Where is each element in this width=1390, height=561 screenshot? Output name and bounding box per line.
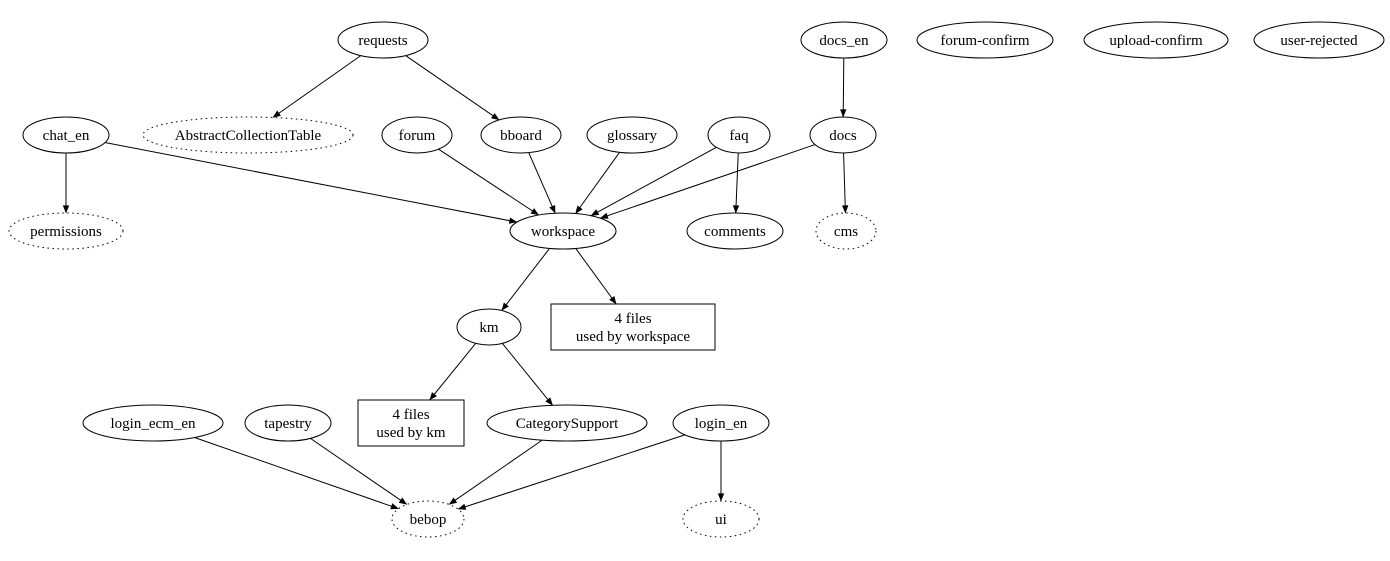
node-docs: docs	[809, 116, 877, 154]
ellipse-shape	[1253, 21, 1385, 59]
node-label: login_ecm_en	[111, 416, 196, 432]
edge-CategorySupport-to-bebop	[448, 439, 543, 505]
node-label: docs_en	[819, 33, 869, 49]
node-label: requests	[358, 33, 407, 49]
edge-tapestry-to-bebop	[310, 437, 408, 505]
edge-workspace-to-km	[501, 248, 550, 311]
ellipse-shape	[672, 404, 770, 442]
node-label: login_en	[695, 416, 748, 432]
ellipse-shape	[82, 404, 224, 442]
edge-requests-to-AbstractCollectionTable	[272, 55, 362, 118]
node-label: bebop	[410, 512, 447, 528]
node-docs_en: docs_en	[800, 21, 888, 59]
edge-login_en-to-bebop	[457, 434, 686, 510]
node-forum-confirm: forum-confirm	[916, 21, 1054, 59]
node-login_ecm_en: login_ecm_en	[82, 404, 224, 442]
ellipse-shape	[244, 404, 332, 442]
node-label: workspace	[531, 224, 595, 240]
ellipse-shape	[22, 116, 110, 154]
node-glossary: glossary	[586, 116, 678, 154]
node-label: used by km	[376, 425, 445, 441]
node-faq: faq	[707, 116, 771, 154]
ellipse-shape	[686, 212, 784, 250]
node-label: cms	[834, 224, 858, 240]
node-ui: ui	[682, 500, 760, 538]
ellipse-shape	[381, 116, 453, 154]
node-label: chat_en	[43, 128, 90, 144]
node-label: AbstractCollectionTable	[175, 128, 322, 144]
edge-chat_en-to-workspace	[104, 142, 518, 224]
ellipse-shape	[916, 21, 1054, 59]
node-user-rejected: user-rejected	[1253, 21, 1385, 59]
node-label: km	[479, 320, 499, 336]
ellipse-shape	[391, 500, 465, 538]
edge-requests-to-bboard	[405, 55, 500, 121]
node-km: km	[456, 308, 522, 346]
ellipse-shape	[456, 308, 522, 346]
node-label: CategorySupport	[516, 416, 619, 432]
node-label: faq	[729, 128, 749, 144]
ellipse-shape	[480, 116, 562, 154]
edge-docs_en-to-docs	[840, 57, 847, 118]
edge-docs-to-cms	[842, 152, 849, 214]
edge-glossary-to-workspace	[575, 152, 620, 214]
ellipse-shape	[586, 116, 678, 154]
node-label: used by workspace	[576, 329, 690, 345]
node-label: upload-confirm	[1109, 33, 1203, 49]
ellipse-shape	[142, 116, 354, 154]
ellipse-shape	[707, 116, 771, 154]
ellipse-shape	[815, 212, 877, 250]
ellipse-shape	[800, 21, 888, 59]
ellipse-shape	[809, 116, 877, 154]
edge-bboard-to-workspace	[528, 152, 556, 214]
node-AbstractCollectionTable: AbstractCollectionTable	[142, 116, 354, 154]
edge-workspace-to-files_workspace	[575, 248, 617, 305]
edge-faq-to-workspace	[590, 146, 717, 217]
ellipse-shape	[486, 404, 648, 442]
edge-km-to-CategorySupport	[501, 343, 554, 406]
box-shape	[357, 399, 465, 447]
node-label: docs	[829, 128, 857, 144]
node-comments: comments	[686, 212, 784, 250]
ellipse-shape	[682, 500, 760, 538]
node-label: comments	[704, 224, 766, 240]
node-cms: cms	[815, 212, 877, 250]
node-forum: forum	[381, 116, 453, 154]
edge-login_ecm_en-to-bebop	[194, 437, 399, 510]
node-requests: requests	[337, 21, 429, 59]
node-workspace: workspace	[509, 212, 617, 250]
node-chat_en: chat_en	[22, 116, 110, 154]
ellipse-shape	[1083, 21, 1229, 59]
edge-km-to-files_km	[429, 343, 477, 401]
ellipse-shape	[337, 21, 429, 59]
node-permissions: permissions	[8, 212, 124, 250]
node-bebop: bebop	[391, 500, 465, 538]
ellipse-shape	[509, 212, 617, 250]
node-CategorySupport: CategorySupport	[486, 404, 648, 442]
node-upload-confirm: upload-confirm	[1083, 21, 1229, 59]
box-shape	[550, 303, 716, 351]
edge-forum-to-workspace	[438, 148, 540, 216]
node-tapestry: tapestry	[244, 404, 332, 442]
node-label: user-rejected	[1280, 33, 1358, 49]
edge-faq-to-comments	[732, 152, 740, 214]
node-label: 4 files	[392, 407, 429, 423]
node-label: forum	[399, 128, 436, 144]
node-label: ui	[715, 512, 727, 528]
node-label: permissions	[30, 224, 102, 240]
node-label: tapestry	[264, 416, 312, 432]
node-label: bboard	[500, 128, 542, 144]
node-files_km: 4 files used by km	[357, 399, 465, 447]
node-label: glossary	[607, 128, 657, 144]
node-label: forum-confirm	[940, 33, 1029, 49]
edge-docs-to-workspace	[599, 144, 816, 219]
node-login_en: login_en	[672, 404, 770, 442]
ellipse-shape	[8, 212, 124, 250]
node-files_workspace: 4 files used by workspace	[550, 303, 716, 351]
node-bboard: bboard	[480, 116, 562, 154]
node-label: 4 files	[614, 311, 651, 327]
